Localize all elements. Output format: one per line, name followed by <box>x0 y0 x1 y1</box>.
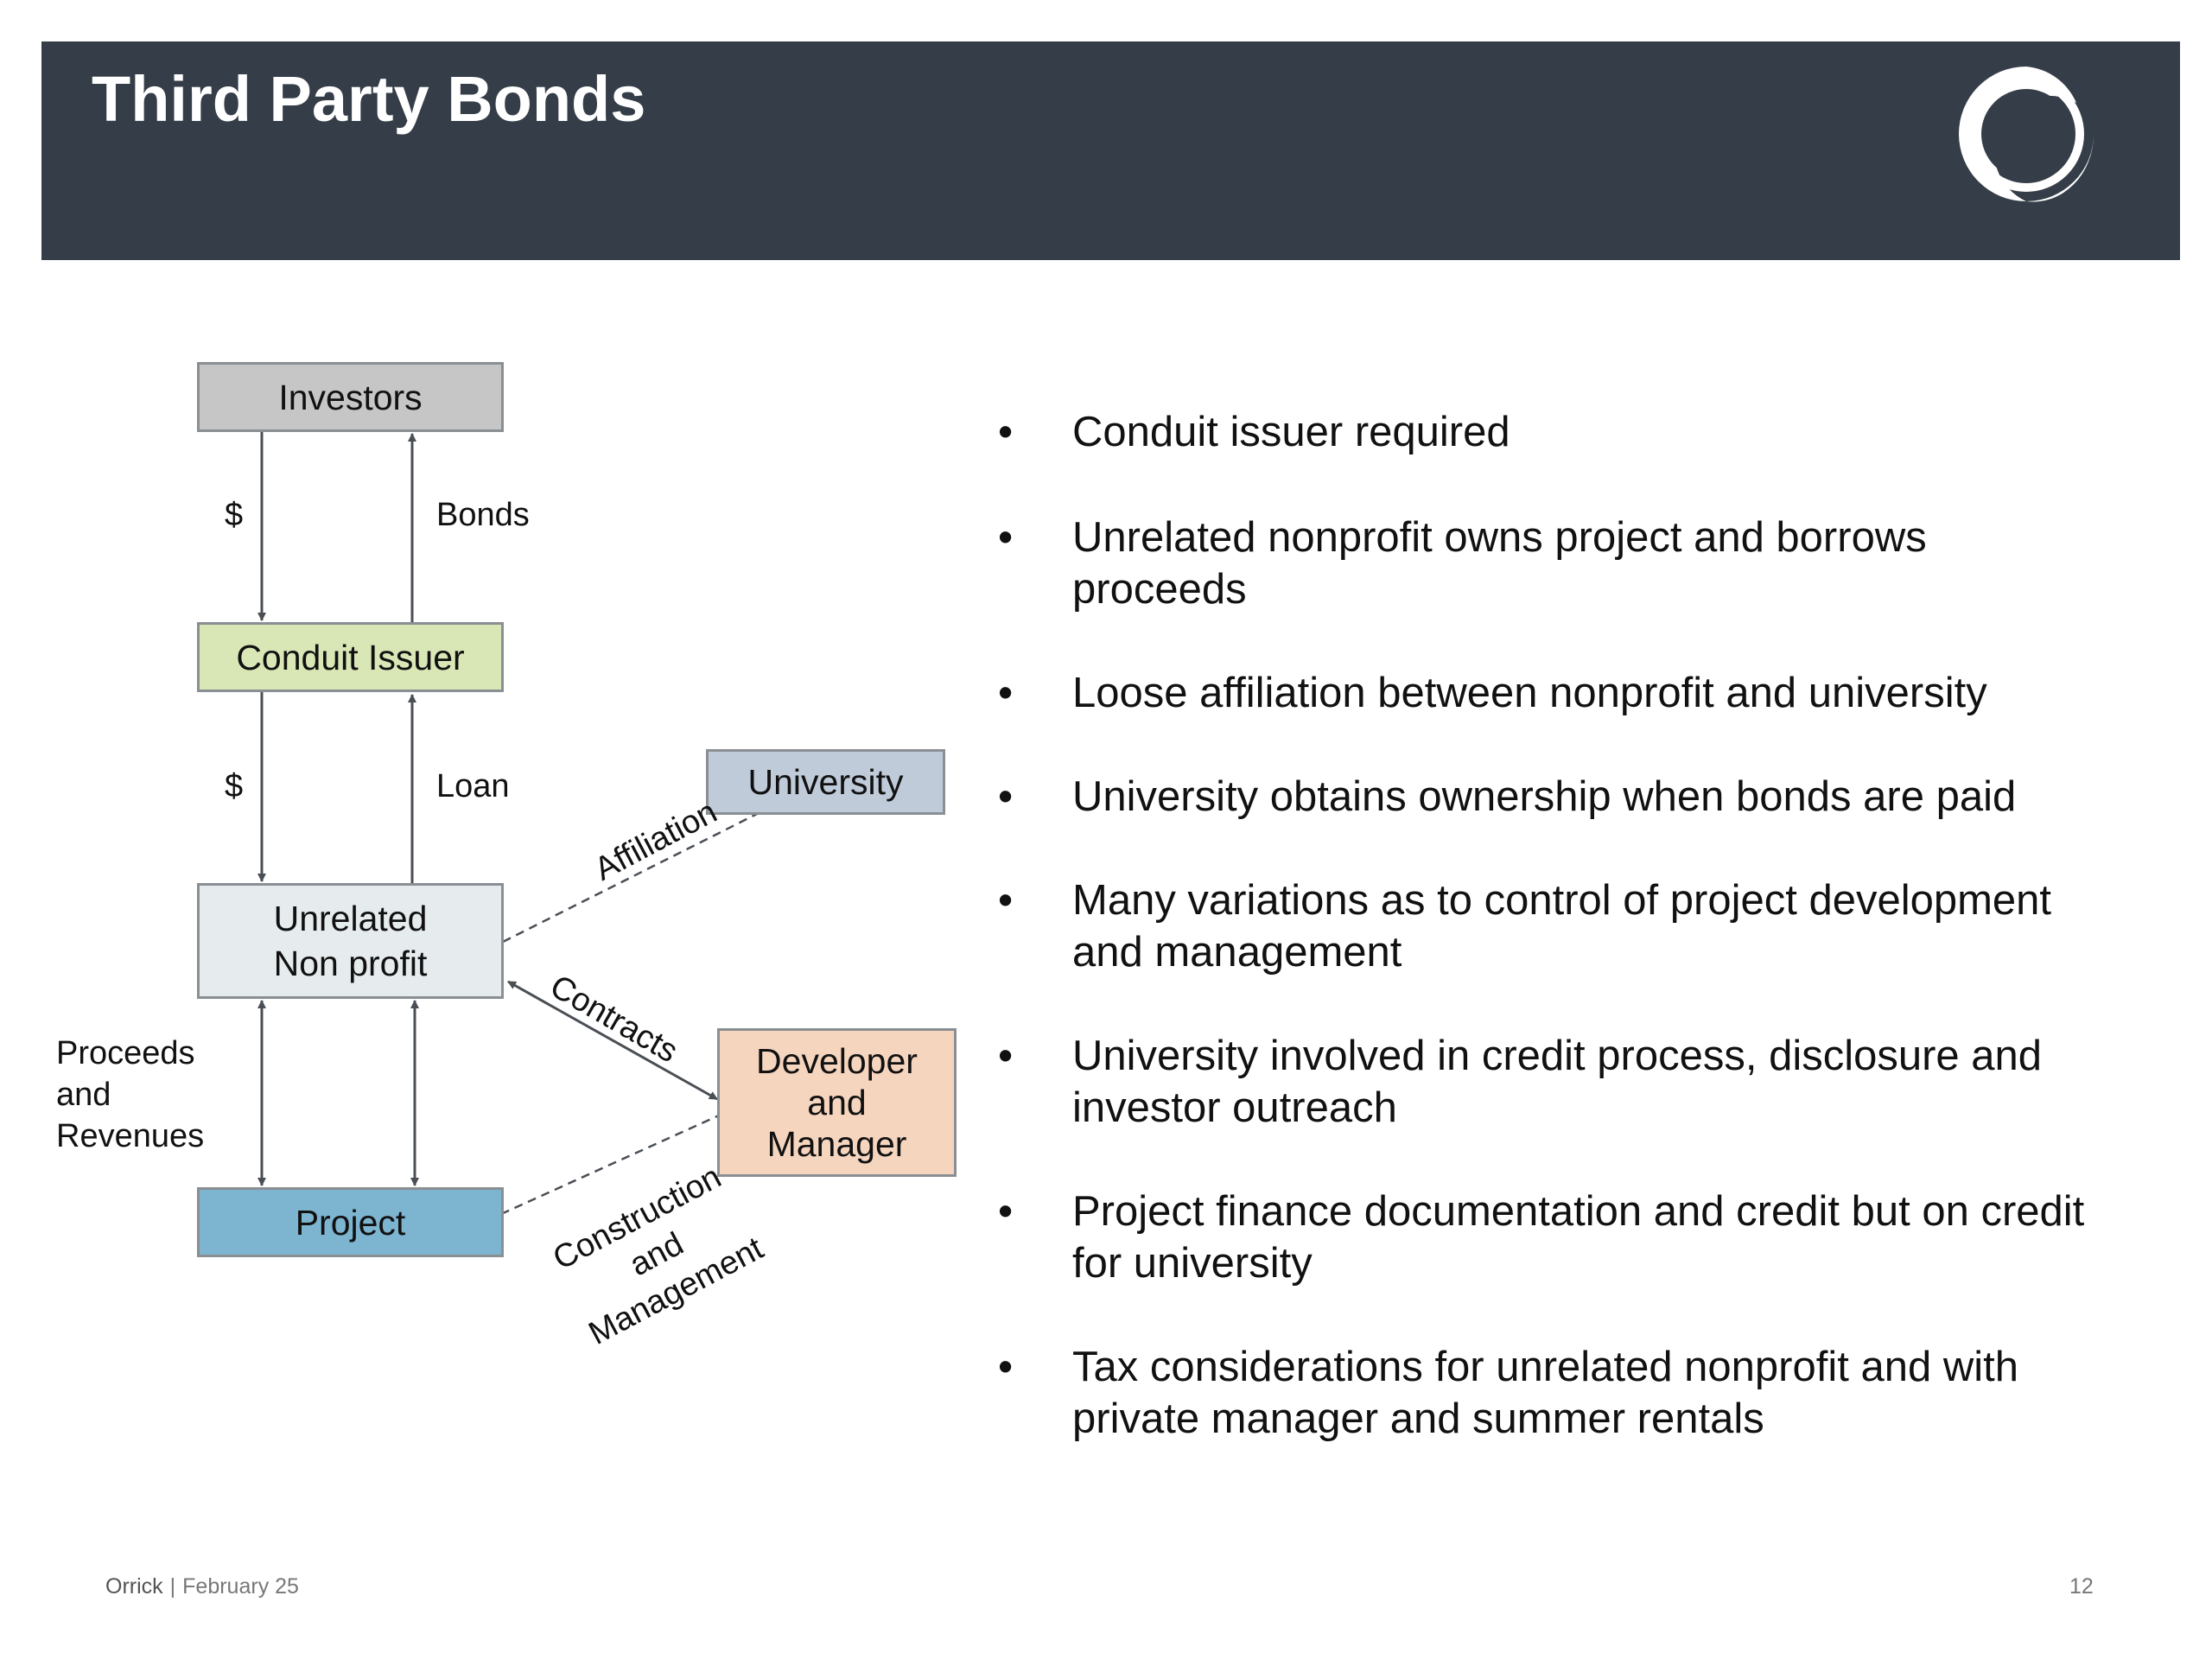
bullet-text: Unrelated nonprofit owns project and bor… <box>1072 514 1927 613</box>
footer-separator: | <box>169 1574 176 1599</box>
contracts-arrow <box>507 980 718 1101</box>
footer-date: February 25 <box>182 1574 299 1599</box>
bullet-glyph: • <box>998 877 1014 924</box>
bullet-glyph: • <box>998 670 1014 716</box>
bullet-glyph: • <box>998 514 1014 561</box>
bullet-glyph: • <box>998 1344 1014 1390</box>
bullet-glyph: • <box>998 409 1014 455</box>
page-number: 12 <box>2069 1574 2094 1599</box>
title-bar <box>41 41 2180 260</box>
university-node: University <box>706 749 945 815</box>
bonds-label: Bonds <box>436 497 530 533</box>
affiliation-line <box>502 810 761 944</box>
bullet-glyph: • <box>998 1033 1014 1079</box>
financing-structure-diagram: Investors Conduit Issuer University Unre… <box>0 328 985 1365</box>
footer-company: Orrick <box>105 1574 163 1599</box>
bullet-text: Loose affiliation between nonprofit and … <box>1072 670 1987 716</box>
bullet-glyph: • <box>998 773 1014 820</box>
orrick-ring-logo-icon <box>1959 67 2094 202</box>
dollar-label-mid: $ <box>225 768 244 804</box>
bullet-text: University involved in credit process, d… <box>1072 1033 2043 1131</box>
unrelated-nonprofit-node: Unrelated Non profit <box>197 883 504 999</box>
bullet-text: Tax considerations for unrelated nonprof… <box>1072 1344 2018 1442</box>
bullet-glyph: • <box>998 1188 1014 1235</box>
bullet-text: Many variations as to control of project… <box>1072 877 2052 976</box>
bullet-text: University obtains ownership when bonds … <box>1072 773 2017 820</box>
bullet-text: Project finance documentation and credit… <box>1072 1188 2085 1287</box>
footer: Orrick|February 25 <box>105 1574 299 1599</box>
diagram-connectors <box>257 432 761 1216</box>
project-node: Project <box>197 1187 504 1257</box>
construction-line <box>500 1101 748 1216</box>
slide-title: Third Party Bonds <box>92 63 646 135</box>
conduit-issuer-node: Conduit Issuer <box>197 622 504 692</box>
bullet-text: Conduit issuer required <box>1072 409 1510 455</box>
proceeds-revenues-label: Proceeds and Revenues <box>56 1035 205 1154</box>
developer-manager-node: Developer and Manager <box>717 1028 957 1177</box>
loan-label: Loan <box>436 768 510 804</box>
dollar-label-top: $ <box>225 497 244 533</box>
investors-node: Investors <box>197 362 504 432</box>
